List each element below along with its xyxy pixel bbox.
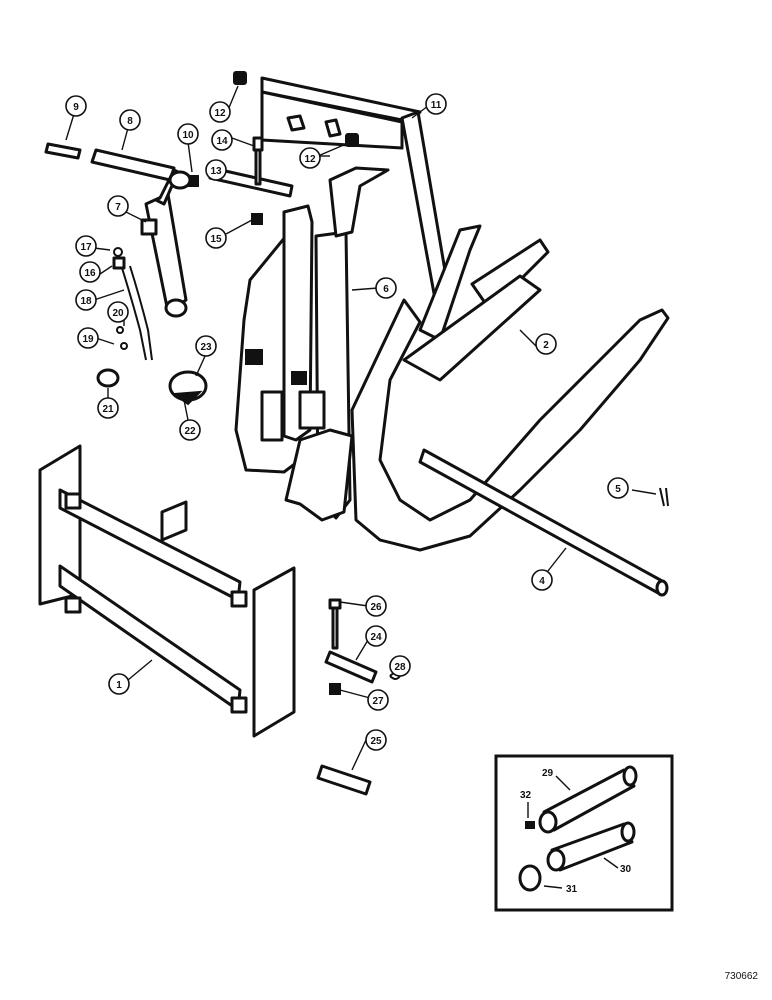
- svg-text:10: 10: [182, 130, 194, 141]
- callout: 5: [607, 477, 629, 499]
- callout: 23: [195, 335, 217, 357]
- inset-label-30: 30: [620, 864, 632, 875]
- callout: 7: [107, 195, 129, 217]
- callout: 2: [535, 333, 557, 355]
- svg-text:24: 24: [370, 632, 382, 643]
- svg-text:13: 13: [210, 166, 222, 177]
- callout: 22: [179, 419, 201, 441]
- callout: 10: [177, 123, 199, 145]
- bolt-14: [252, 136, 264, 186]
- callout: 28: [389, 655, 411, 677]
- callout: 21: [97, 397, 119, 419]
- bale-fork: [350, 224, 670, 552]
- nut-15: [251, 213, 263, 225]
- callout: 20: [107, 301, 129, 323]
- pin-8: [90, 148, 176, 182]
- callout: 13: [205, 159, 227, 181]
- callout: 8: [119, 109, 141, 131]
- callout: 16: [79, 261, 101, 283]
- upper-arm-frame: [233, 71, 452, 328]
- inset-label-31: 31: [566, 884, 578, 895]
- svg-text:4: 4: [539, 576, 545, 587]
- svg-text:28: 28: [394, 662, 406, 673]
- callout: 27: [367, 689, 389, 711]
- svg-text:7: 7: [115, 202, 121, 213]
- svg-text:2: 2: [543, 340, 549, 351]
- svg-text:12: 12: [304, 154, 316, 165]
- callout: 14: [211, 129, 233, 151]
- callout: 26: [365, 595, 387, 617]
- svg-text:23: 23: [200, 342, 212, 353]
- callout: 6: [375, 277, 397, 299]
- drawing-number: 730662: [724, 971, 758, 982]
- callout: 15: [205, 227, 227, 249]
- callout: 12: [299, 147, 321, 169]
- svg-text:1: 1: [116, 680, 122, 691]
- svg-text:9: 9: [73, 102, 79, 113]
- callout: 24: [365, 625, 387, 647]
- svg-text:27: 27: [372, 696, 384, 707]
- callout: 11: [425, 93, 447, 115]
- inset-label-29: 29: [542, 768, 554, 779]
- seal-ring: [96, 368, 120, 388]
- pin-24: [324, 650, 378, 684]
- svg-text:17: 17: [80, 242, 92, 253]
- svg-text:21: 21: [102, 404, 114, 415]
- svg-text:12: 12: [214, 108, 226, 119]
- svg-text:8: 8: [127, 116, 133, 127]
- main-frame: [38, 444, 296, 738]
- callout: 12: [209, 101, 231, 123]
- svg-text:15: 15: [210, 234, 222, 245]
- svg-text:26: 26: [370, 602, 382, 613]
- hydraulic-fittings: [112, 247, 153, 361]
- pin-9: [44, 142, 82, 160]
- callout: 17: [75, 235, 97, 257]
- svg-text:16: 16: [84, 268, 96, 279]
- hydraulic-cylinder: [140, 168, 192, 318]
- cotter-pin: [659, 487, 669, 507]
- callout: 1: [108, 673, 130, 695]
- svg-text:20: 20: [112, 308, 124, 319]
- svg-text:19: 19: [82, 334, 94, 345]
- hanger-assembly: [234, 166, 390, 522]
- inset-panel: 29 30 31 32: [494, 754, 674, 912]
- nut-27: [329, 683, 341, 695]
- svg-text:22: 22: [184, 426, 196, 437]
- svg-text:25: 25: [370, 736, 382, 747]
- leader-lines: [65, 85, 657, 771]
- svg-text:6: 6: [383, 284, 389, 295]
- callout: 19: [77, 327, 99, 349]
- inset-label-32: 32: [520, 790, 532, 801]
- callout: 4: [531, 569, 553, 591]
- callout: 9: [65, 95, 87, 117]
- long-rod: [418, 448, 669, 597]
- svg-text:5: 5: [615, 484, 621, 495]
- cylinder-cap: [168, 370, 208, 406]
- callout: 25: [365, 729, 387, 751]
- svg-text:14: 14: [216, 136, 228, 147]
- svg-text:18: 18: [80, 296, 92, 307]
- pin-25: [316, 764, 372, 796]
- callout: 18: [75, 289, 97, 311]
- svg-text:11: 11: [431, 100, 442, 111]
- bolt-26: [328, 598, 342, 650]
